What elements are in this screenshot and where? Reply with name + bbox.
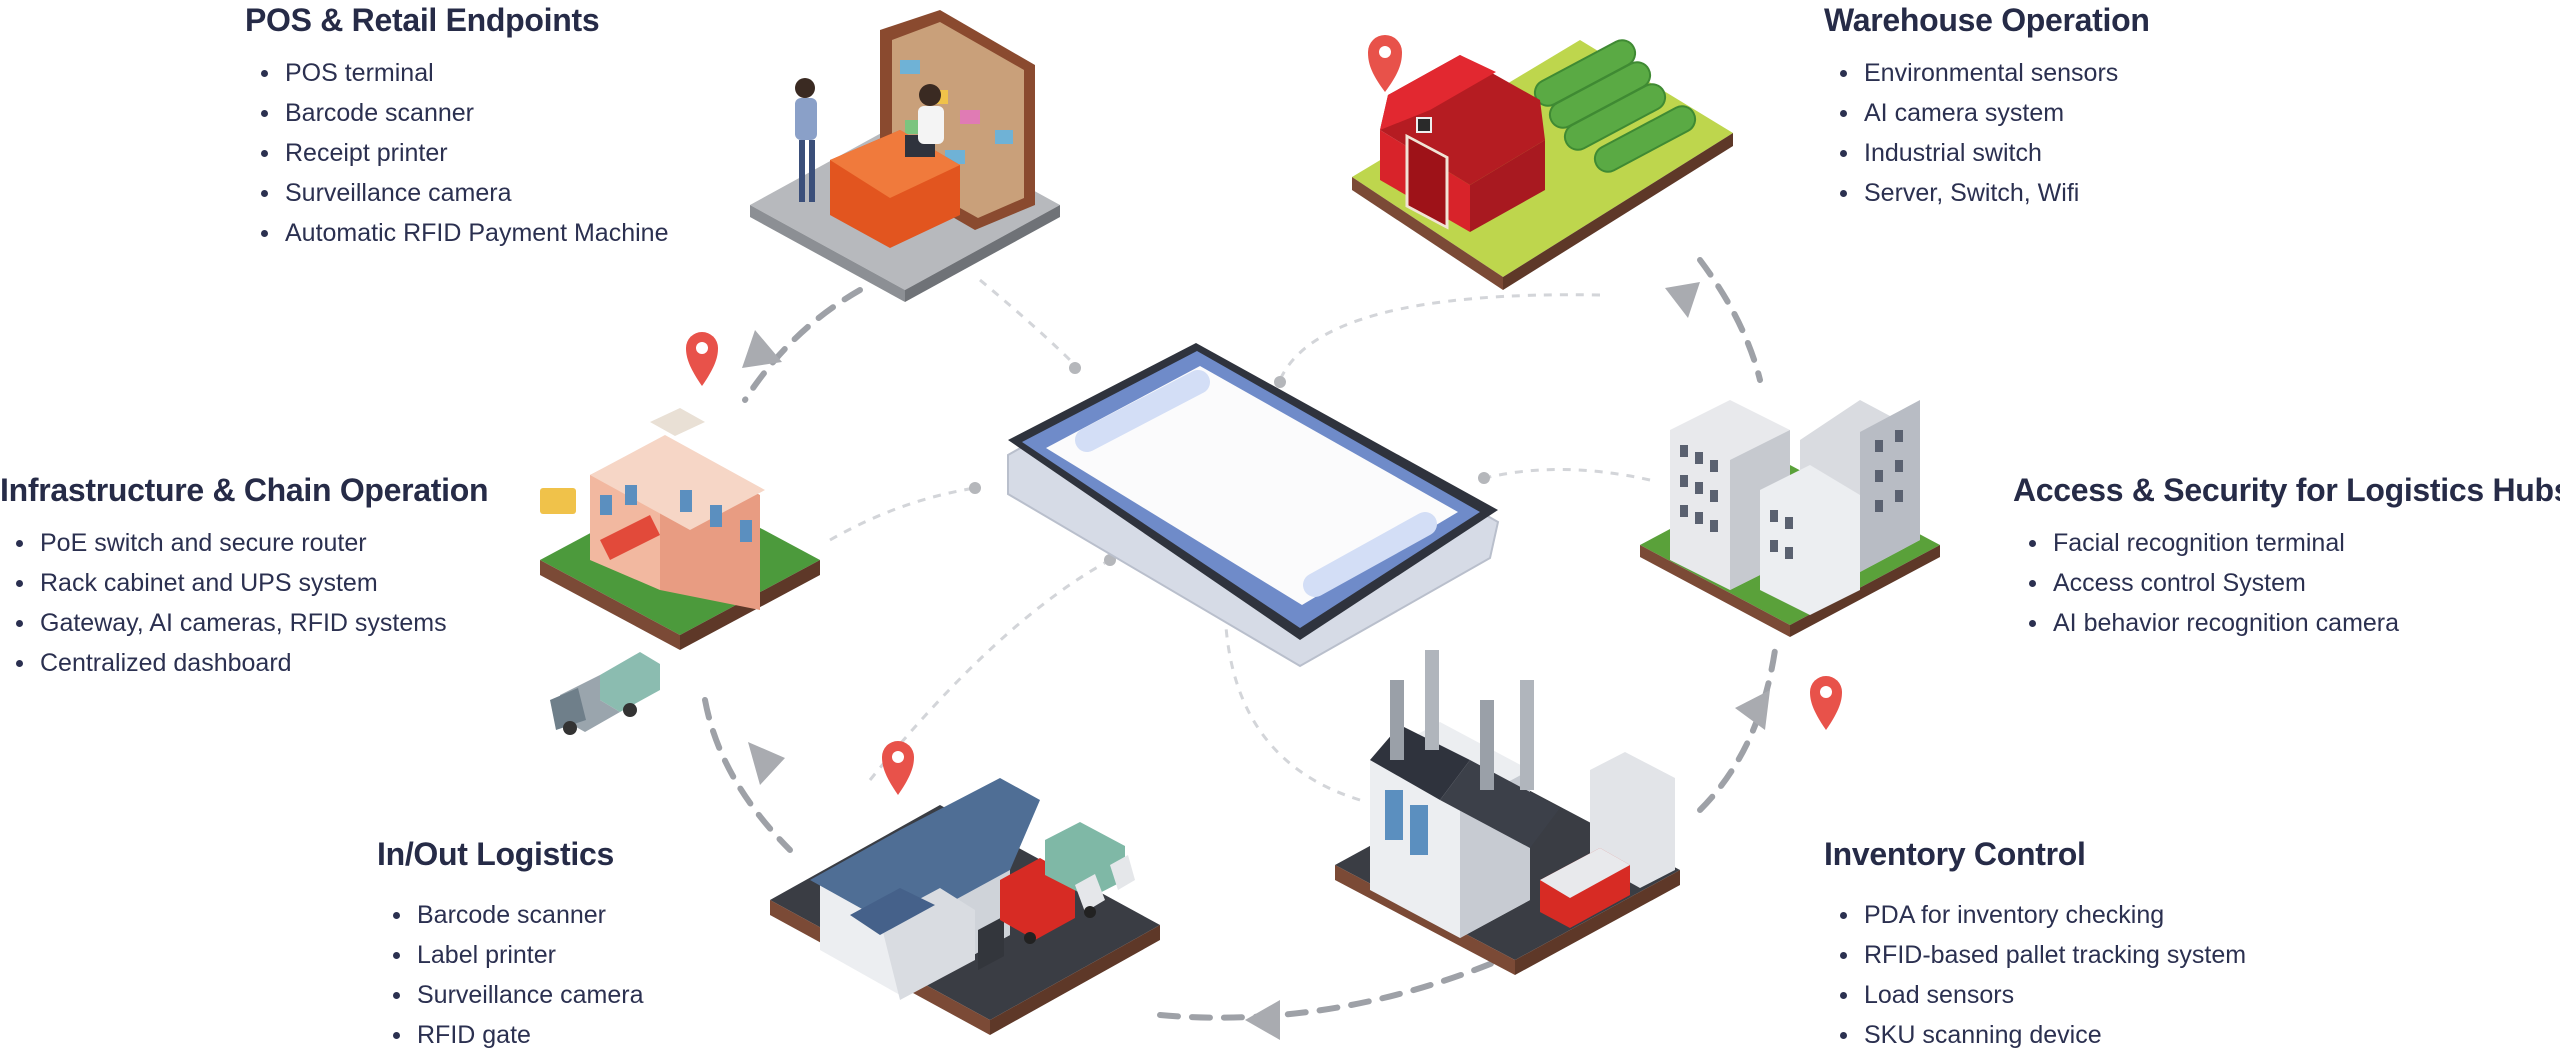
retail-store-illustration (750, 10, 1060, 302)
warehouse-farm-illustration (1352, 39, 1733, 290)
list-item: Access control System (2028, 563, 2560, 603)
section-warehouse: Warehouse Operation Environmental sensor… (1824, 2, 2150, 213)
smartphone-illustration (1007, 343, 1500, 668)
list-item: PDA for inventory checking (1839, 895, 2246, 935)
flow-arrows (742, 282, 1770, 1040)
truck-icon (550, 652, 660, 735)
section-title: POS & Retail Endpoints (245, 2, 600, 38)
list-item: POS terminal (260, 53, 668, 93)
section-inventory: Inventory Control PDA for inventory chec… (1824, 836, 2246, 1055)
list-item: Surveillance camera (393, 975, 644, 1015)
chain-store-building-illustration (540, 408, 820, 735)
list-item: Rack cabinet and UPS system (15, 563, 488, 603)
list-item: Industrial switch (1840, 133, 2150, 173)
location-pins (686, 35, 1842, 795)
flow-path-logistics-to-inventory (1157, 957, 1503, 1021)
section-pos-retail: POS & Retail Endpoints POS terminal Barc… (245, 2, 668, 253)
list-item: SKU scanning device (1839, 1015, 2246, 1055)
feature-list: Facial recognition terminal Access contr… (2013, 523, 2560, 643)
flow-spokes (829, 278, 1651, 802)
arrow-head-icon (742, 330, 782, 368)
arrow-head-icon (1735, 690, 1770, 730)
location-pin-icon (686, 332, 718, 386)
list-item: AI behavior recognition camera (2028, 603, 2560, 643)
office-buildings-illustration (1640, 400, 1940, 637)
flow-path-warehouse-to-access (1697, 257, 1763, 383)
spoke-pos (979, 278, 1077, 367)
list-item: Gateway, AI cameras, RFID systems (15, 603, 488, 643)
list-item: Automatic RFID Payment Machine (260, 213, 668, 253)
list-item: Facial recognition terminal (2028, 523, 2560, 563)
location-pin-icon (1368, 35, 1402, 92)
list-item: RFID gate (393, 1015, 644, 1055)
list-item: Centralized dashboard (15, 643, 488, 683)
flow-cycle (702, 257, 1778, 1021)
feature-list: Barcode scanner Label printer Surveillan… (377, 895, 644, 1055)
list-item: Surveillance camera (260, 173, 668, 213)
section-title: Infrastructure & Chain Operation (0, 472, 489, 508)
flow-path-pos-to-infra (742, 287, 863, 403)
flow-path-inventory-to-access (1697, 647, 1778, 813)
arrow-head-icon (748, 742, 785, 785)
list-item: Environmental sensors (1840, 53, 2150, 93)
logistics-depot-illustration (770, 778, 1160, 1035)
list-item: Barcode scanner (260, 93, 668, 133)
flow-path-infra-to-logistics (702, 697, 793, 853)
location-pin-icon (1810, 676, 1842, 730)
factory-illustration (1335, 650, 1680, 975)
spoke-logistics (868, 558, 1111, 781)
section-title: In/Out Logistics (377, 836, 614, 872)
list-item: AI camera system (1840, 93, 2150, 133)
section-access-security: Access & Security for Logistics Hubs Fac… (2013, 472, 2560, 643)
section-title: Warehouse Operation (1824, 2, 2150, 38)
list-item: Receipt printer (260, 133, 668, 173)
spoke-infra (829, 486, 976, 542)
feature-list: PDA for inventory checking RFID-based pa… (1824, 895, 2246, 1055)
feature-list: Environmental sensors AI camera system I… (1824, 53, 2150, 213)
list-item: PoE switch and secure router (15, 523, 488, 563)
spoke-access (1484, 467, 1651, 482)
section-infrastructure: Infrastructure & Chain Operation PoE swi… (0, 472, 489, 683)
section-title: Inventory Control (1824, 836, 2086, 872)
location-pin-icon (882, 741, 914, 795)
container-truck-icon (1000, 822, 1135, 944)
list-item: Load sensors (1839, 975, 2246, 1015)
list-item: RFID-based pallet tracking system (1839, 935, 2246, 975)
list-item: Barcode scanner (393, 895, 644, 935)
section-logistics: In/Out Logistics Barcode scanner Label p… (377, 836, 644, 1055)
section-title: Access & Security for Logistics Hubs (2013, 472, 2560, 508)
list-item: Server, Switch, Wifi (1840, 173, 2150, 213)
spoke-warehouse (1278, 293, 1601, 381)
feature-list: PoE switch and secure router Rack cabine… (0, 523, 488, 683)
list-item: Label printer (393, 935, 644, 975)
feature-list: POS terminal Barcode scanner Receipt pri… (245, 53, 668, 253)
spoke-inventory (1223, 609, 1361, 802)
arrow-head-icon (1245, 1000, 1280, 1040)
arrow-head-icon (1665, 282, 1700, 318)
